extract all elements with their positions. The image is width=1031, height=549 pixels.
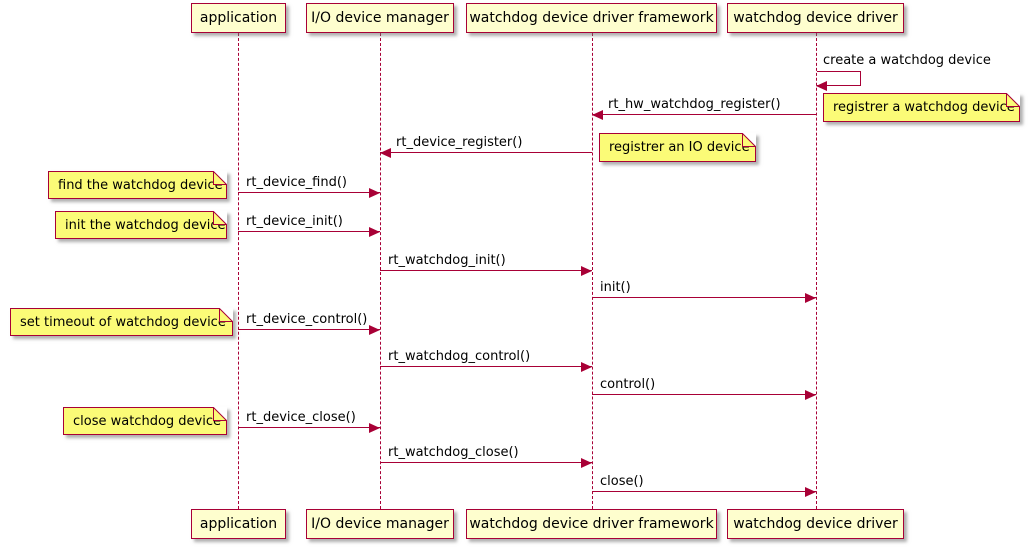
arrowhead-right-icon xyxy=(369,188,380,198)
message-line xyxy=(238,192,380,193)
message-line xyxy=(592,394,816,395)
note-fold-icon xyxy=(1006,93,1020,107)
note-registrer-a-watchdog-device: registrer a watchdog device xyxy=(823,93,1020,122)
participant-label: watchdog device driver xyxy=(733,10,898,26)
message-line xyxy=(592,114,816,115)
note-fold-icon xyxy=(213,407,227,421)
note-text: close watchdog device xyxy=(73,413,221,429)
note-text: registrer an IO device xyxy=(609,140,750,155)
message-init: init() xyxy=(592,278,816,303)
message-line xyxy=(238,329,380,330)
message-create-a-watchdog-device: create a watchdog device xyxy=(816,53,991,91)
message-line xyxy=(380,270,592,271)
message-line xyxy=(380,366,592,367)
note-set-timeout-of-watchdog-device: set timeout of watchdog device xyxy=(10,308,233,336)
participant-watchdog-device-driver-bottom: watchdog device driver xyxy=(727,509,904,539)
message-rt-device-close: rt_device_close() xyxy=(238,408,380,433)
participant-label: watchdog device driver xyxy=(733,516,898,532)
arrowhead-right-icon xyxy=(581,362,592,372)
participant-application-bottom: application xyxy=(191,509,286,539)
note-find-the-watchdog-device: find the watchdog device xyxy=(48,171,227,199)
arrowhead-right-icon xyxy=(369,325,380,335)
arrowhead-right-icon xyxy=(581,266,592,276)
participant-application-top: application xyxy=(191,3,286,33)
participant-label: I/O device manager xyxy=(311,10,449,26)
message-line xyxy=(238,427,380,428)
message-rt-device-init: rt_device_init() xyxy=(238,212,380,237)
message-line xyxy=(592,297,816,298)
arrowhead-right-icon xyxy=(805,390,816,400)
participant-label: watchdog device driver framework xyxy=(469,516,714,532)
note-text: init the watchdog device xyxy=(65,217,226,233)
message-rt-device-find: rt_device_find() xyxy=(238,173,380,198)
note-text: registrer a watchdog device xyxy=(833,100,1015,115)
lifeline-watchdog-device-driver xyxy=(816,33,817,509)
message-label: close() xyxy=(600,474,644,489)
arrowhead-left-icon xyxy=(592,110,603,120)
arrowhead-right-icon xyxy=(369,423,380,433)
participant-label: application xyxy=(199,516,278,532)
message-rt-hw-watchdog-register: rt_hw_watchdog_register() xyxy=(592,95,816,120)
message-label: rt_device_find() xyxy=(246,175,347,190)
participant-io-device-manager-top: I/O device manager xyxy=(306,3,454,33)
message-label: rt_watchdog_close() xyxy=(388,445,519,460)
note-text: set timeout of watchdog device xyxy=(20,314,226,330)
message-line xyxy=(380,462,592,463)
participant-io-device-manager-bottom: I/O device manager xyxy=(306,509,454,539)
note-text: find the watchdog device xyxy=(58,177,223,193)
arrowhead-right-icon xyxy=(805,293,816,303)
lifeline-watchdog-device-driver-framework xyxy=(592,33,593,509)
message-close: close() xyxy=(592,472,816,497)
arrowhead-left-icon xyxy=(816,81,827,91)
participant-label: application xyxy=(199,10,278,26)
message-control: control() xyxy=(592,375,816,400)
arrowhead-right-icon xyxy=(805,487,816,497)
message-label: create a watchdog device xyxy=(823,53,991,68)
message-label: rt_watchdog_control() xyxy=(388,349,531,364)
participant-watchdog-device-driver-framework-top: watchdog device driver framework xyxy=(466,3,717,33)
participant-label: watchdog device driver framework xyxy=(469,10,714,26)
message-rt-device-control: rt_device_control() xyxy=(238,310,380,335)
lifeline-application xyxy=(238,33,239,509)
message-label: init() xyxy=(600,280,631,295)
message-label: rt_device_close() xyxy=(246,410,356,425)
participant-label: I/O device manager xyxy=(311,516,449,532)
lifeline-io-device-manager xyxy=(380,33,381,509)
message-line xyxy=(238,231,380,232)
participant-watchdog-device-driver-top: watchdog device driver xyxy=(727,3,904,33)
message-rt-watchdog-close: rt_watchdog_close() xyxy=(380,443,592,468)
arrowhead-left-icon xyxy=(380,148,391,158)
note-fold-icon xyxy=(219,308,233,322)
message-label: control() xyxy=(600,377,656,392)
note-fold-icon xyxy=(213,171,227,185)
note-registrer-an-io-device: registrer an IO device xyxy=(599,133,756,162)
message-line xyxy=(380,152,592,153)
message-label: rt_hw_watchdog_register() xyxy=(608,97,781,112)
arrowhead-right-icon xyxy=(581,458,592,468)
note-fold-icon xyxy=(213,211,227,225)
message-rt-watchdog-init: rt_watchdog_init() xyxy=(380,251,592,276)
message-rt-device-register: rt_device_register() xyxy=(380,133,592,158)
note-fold-icon xyxy=(742,133,756,147)
note-close-watchdog-device: close watchdog device xyxy=(63,407,227,435)
message-line xyxy=(592,491,816,492)
message-label: rt_device_register() xyxy=(396,135,523,150)
message-label: rt_device_control() xyxy=(246,312,368,327)
note-init-the-watchdog-device: init the watchdog device xyxy=(55,211,227,239)
arrowhead-right-icon xyxy=(369,227,380,237)
message-label: rt_device_init() xyxy=(246,214,343,229)
message-label: rt_watchdog_init() xyxy=(388,253,506,268)
message-rt-watchdog-control: rt_watchdog_control() xyxy=(380,347,592,372)
participant-watchdog-device-driver-framework-bottom: watchdog device driver framework xyxy=(466,509,717,539)
